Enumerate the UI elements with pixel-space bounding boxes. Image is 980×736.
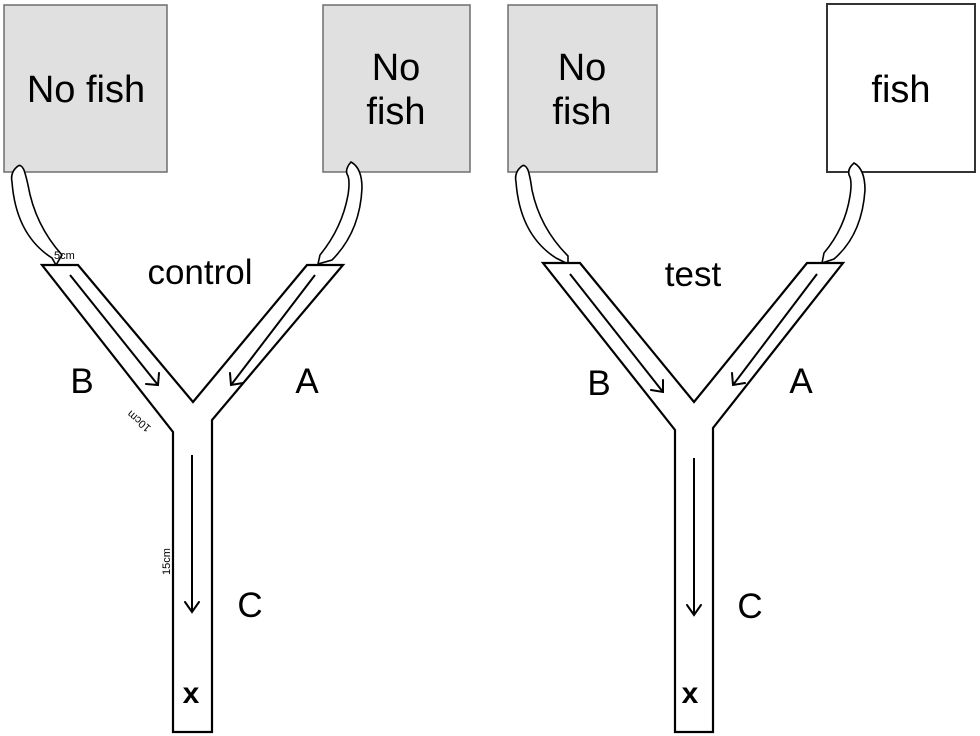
control-arm-a-flow-arrow xyxy=(230,274,316,386)
test-arm-a-flow-arrow xyxy=(732,273,818,386)
control-arm-b-label: B xyxy=(70,362,93,401)
control-left-source-box xyxy=(3,4,168,173)
control-end-marker: x xyxy=(183,677,200,710)
arm-width-dimension: 5cm xyxy=(54,250,75,262)
test-arm-a-label: A xyxy=(789,362,813,401)
test-left-box-label-line2: fish xyxy=(552,91,611,133)
control-arm-a-arrowhead xyxy=(229,372,244,387)
test-arm-b-label: B xyxy=(587,364,610,403)
test-right-fish-box xyxy=(826,3,976,173)
test-arm-a-arrowhead xyxy=(731,372,746,387)
test-left-hose xyxy=(514,164,569,266)
control-left-box-label: No fish xyxy=(27,69,145,111)
control-right-box-label-line2: fish xyxy=(366,91,425,133)
test-stem-arrowhead xyxy=(686,604,702,617)
test-left-box-label-line1: No xyxy=(558,47,607,89)
test-right-box-label: fish xyxy=(871,69,930,111)
control-panel: No fish No fish control B A C x 5cm 10cm… xyxy=(3,4,471,734)
control-right-box-label-line1: No xyxy=(372,47,421,89)
test-panel: No fish fish test B A C x xyxy=(507,3,976,734)
test-arm-b-flow-arrow xyxy=(569,273,664,393)
test-stem-c-label: C xyxy=(737,587,762,626)
test-right-hose xyxy=(820,162,866,265)
test-end-marker: x xyxy=(682,677,699,710)
control-stem-c-label: C xyxy=(237,586,262,625)
control-arm-a-label: A xyxy=(295,362,319,401)
control-stem-arrowhead xyxy=(184,601,200,614)
arm-length-dimension: 10cm xyxy=(125,408,153,434)
control-right-hose xyxy=(316,160,363,266)
control-right-source-box xyxy=(322,4,471,173)
control-arm-b-flow-arrow xyxy=(69,274,159,386)
stem-length-dimension: 15cm xyxy=(161,548,173,575)
control-condition-label: control xyxy=(147,253,252,292)
test-condition-label: test xyxy=(665,255,722,294)
control-arm-b-arrowhead xyxy=(145,372,160,387)
test-left-source-box xyxy=(507,4,658,173)
control-left-hose xyxy=(10,164,63,267)
test-arm-b-arrowhead xyxy=(650,379,664,394)
